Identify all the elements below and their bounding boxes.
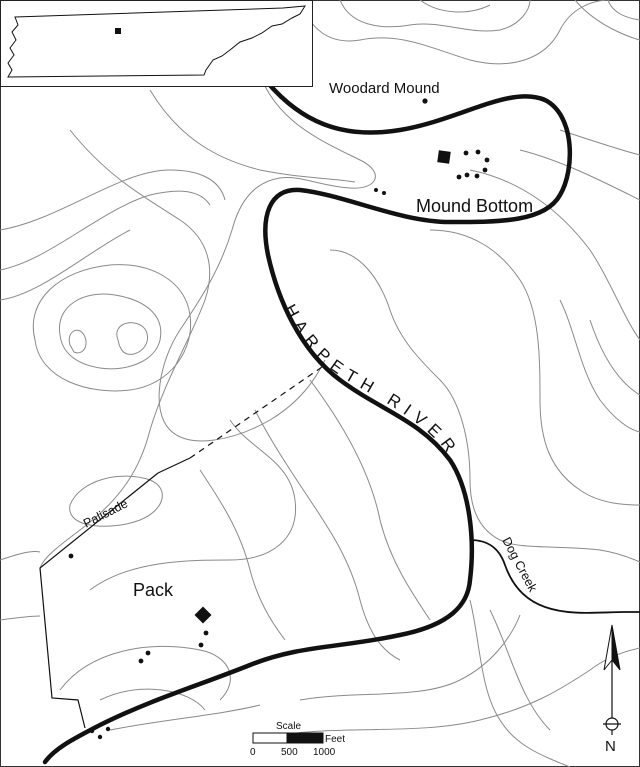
north-arrow-right-half (611, 624, 621, 671)
mound-bottom-label: Mound Bottom (416, 196, 533, 216)
river-label: HARPETH RIVER (280, 301, 463, 461)
harpeth-river (42, 80, 572, 765)
river-label-text: HARPETH RIVER (280, 301, 456, 461)
scale-unit: Feet (325, 734, 345, 745)
scale-tick-500: 500 (281, 747, 298, 758)
scale-tick-0: 0 (250, 747, 256, 758)
scale-title: Scale (276, 721, 301, 732)
pack-mounds (68, 553, 212, 740)
mound-bottom-platform-mound (437, 150, 451, 164)
north-label: N (605, 738, 616, 755)
dog-creek (469, 539, 640, 614)
mound-bottom-mounds (374, 149, 490, 195)
inset-site-marker (115, 28, 121, 34)
pack-site-boundary (39, 366, 323, 729)
scale-tick-1000: 1000 (313, 747, 336, 758)
scale-bar: Scale Feet 0 500 1000 (250, 721, 345, 758)
pack-platform-mound (194, 606, 212, 624)
palisade-projected-line (189, 366, 323, 459)
north-arrow-left-half (603, 624, 613, 671)
pack-label: Pack (133, 580, 174, 600)
north-arrow: N (603, 624, 621, 755)
woodard-mound-label: Woodard Mound (329, 80, 440, 97)
tennessee-outline (7, 5, 306, 78)
palisade-label: Palisade (81, 496, 130, 530)
inset-map (0, 0, 313, 87)
woodard-mound-marker (422, 98, 428, 104)
